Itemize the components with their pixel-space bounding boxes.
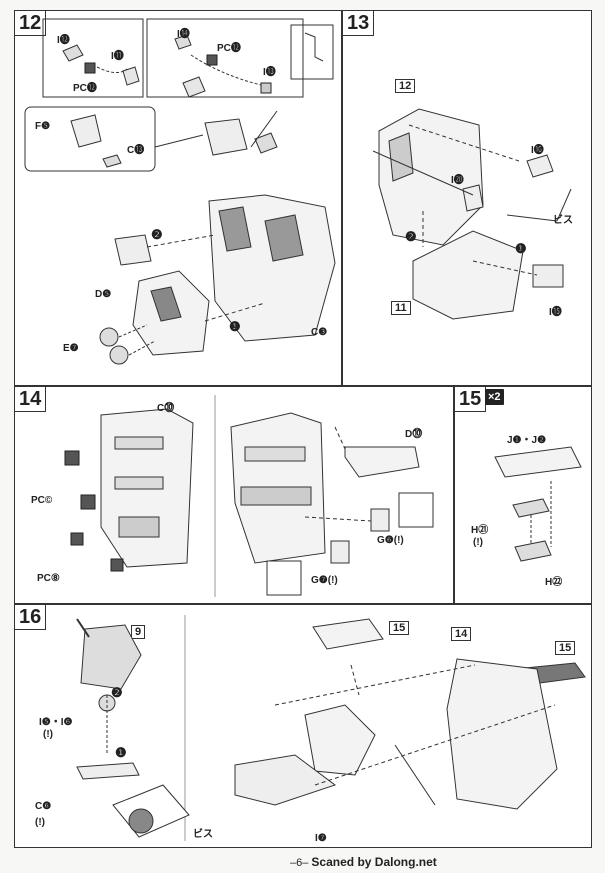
multiplier-badge: ×2 xyxy=(485,389,504,405)
step-14-panel: 14 C⓾ PC© PC⑧ D⓾ G❻(!) G❼(!) xyxy=(14,386,454,604)
label-c13: C⓭ xyxy=(127,145,145,156)
step-16-panel: 16 9 15 14 15 I❺・I❻ (!) C❻ (!) ビス xyxy=(14,604,592,848)
label-pc12-a: PC⓬ xyxy=(73,83,97,94)
label-i7: I❼ xyxy=(315,833,327,844)
ref-step-15-a: 15 xyxy=(389,621,410,635)
label-i12: I⓬ xyxy=(57,35,70,46)
label-screw: ビス xyxy=(553,215,573,226)
step-16-number: 16 xyxy=(15,605,47,630)
label-f5: F❺ xyxy=(35,121,51,132)
arrow-2: ❷ xyxy=(151,227,163,242)
label-pc-c: PC© xyxy=(31,495,53,506)
ref-step-12: 12 xyxy=(395,79,416,93)
label-i11: I⓫ xyxy=(111,51,124,62)
label-i5-i6: I❺・I❻ xyxy=(39,717,73,728)
arrow-2-s13: ❷ xyxy=(405,229,417,244)
label-pc8: PC⑧ xyxy=(37,573,60,584)
label-d10: D⓾ xyxy=(405,429,423,440)
label-pc12-b: PC⓬ xyxy=(217,43,241,54)
step-14-number: 14 xyxy=(15,387,47,412)
step-12-drawing xyxy=(24,18,336,365)
step-13-number: 13 xyxy=(343,11,375,36)
step-16-drawing xyxy=(76,615,586,841)
label-c10: C⓾ xyxy=(157,403,175,414)
label-g6: G❻(!) xyxy=(377,535,404,546)
ref-step-11: 11 xyxy=(391,301,411,315)
step-15-panel: 15 ×2 J❶・J❷ H㉑ (!) H㉒ xyxy=(454,386,592,604)
label-c3: C❸ xyxy=(311,327,328,338)
label-i15: I⓯ xyxy=(549,307,562,318)
label-i13: I⓭ xyxy=(263,67,276,78)
step-13-drawing xyxy=(372,108,572,320)
arrow-1-s16: ❶ xyxy=(115,745,127,760)
step-14-drawing xyxy=(64,395,434,597)
label-j1-j2: J❶・J❷ xyxy=(507,435,547,446)
ref-step-9: 9 xyxy=(131,625,146,639)
caution-c6: (!) xyxy=(35,817,45,828)
arrow-2-s16: ❷ xyxy=(111,685,123,700)
step-12-number: 12 xyxy=(15,11,47,36)
step-15-number: 15 xyxy=(455,387,487,412)
label-d5: D❺ xyxy=(95,289,112,300)
label-h22: H㉒ xyxy=(545,577,563,588)
ref-step-15-b: 15 xyxy=(555,641,576,655)
label-h21: H㉑ xyxy=(471,525,489,536)
label-i14: I⓮ xyxy=(177,29,190,40)
ref-step-14: 14 xyxy=(451,627,472,641)
page-number: –6– xyxy=(290,857,309,869)
step-12-panel: 12 xyxy=(14,10,342,386)
step-13-panel: 13 12 11 I⓰ I⓴ ビス I⓯ ❷ ❶ xyxy=(342,10,592,386)
arrow-1-s13: ❶ xyxy=(515,241,527,256)
caution-i5-i6: (!) xyxy=(43,729,53,740)
label-g7: G❼(!) xyxy=(311,575,338,586)
arrow-1: ❶ xyxy=(229,319,241,334)
label-screw-s16: ビス xyxy=(193,829,213,840)
label-i16: I⓰ xyxy=(531,145,544,156)
label-i20: I⓴ xyxy=(451,175,464,186)
label-e7: E❼ xyxy=(63,343,79,354)
scan-credit: Scaned by Dalong.net xyxy=(311,855,437,869)
step-15-drawing xyxy=(494,446,582,562)
caution-h21: (!) xyxy=(473,537,483,548)
page-footer: –6– Scaned by Dalong.net xyxy=(290,855,437,869)
label-c6: C❻ xyxy=(35,801,52,812)
